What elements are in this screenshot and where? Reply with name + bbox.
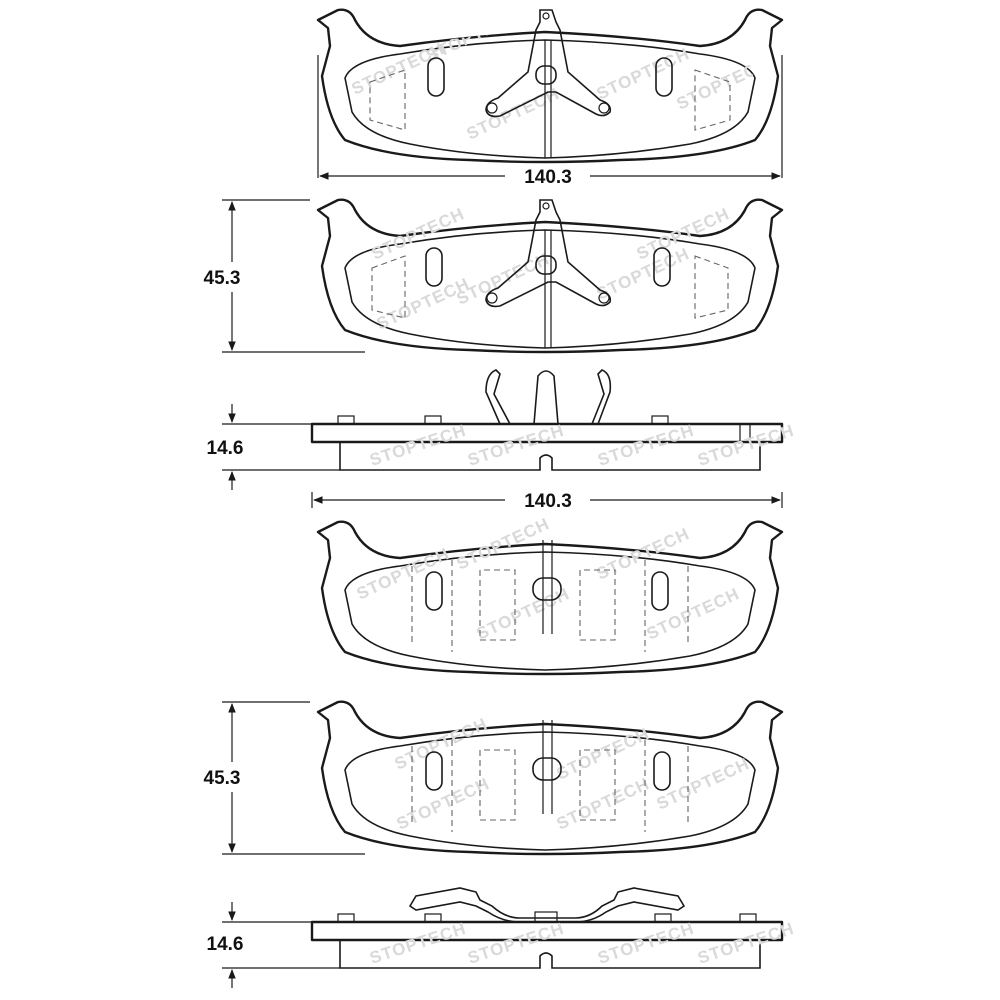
dimension-width-bottom: 140.3 <box>311 491 783 512</box>
svg-text:STOPTECH: STOPTECH <box>595 919 696 968</box>
dimension-height-bottom: 45.3 <box>204 701 365 855</box>
dimension-thickness-top: 14.6 <box>207 404 340 490</box>
width-label-top: 140.3 <box>524 167 572 188</box>
svg-text:STOPTECH: STOPTECH <box>392 714 491 774</box>
slot-hole-right <box>655 57 673 97</box>
height-label-top: 45.3 <box>204 268 241 289</box>
pad-rear-view-2: STOPTECH STOPTECH STOPTECH STOPTECH STOP… <box>316 700 784 856</box>
slot-hole-left <box>427 57 445 97</box>
watermark-pattern: STOPTECH STOPTECH STOPTECH STOPTECH STOP… <box>392 714 753 834</box>
pad-side-view-2: STOPTECH STOPTECH STOPTECH STOPTECH <box>310 887 797 969</box>
clip-side-profile <box>485 369 612 425</box>
center-groove <box>544 40 552 158</box>
friction-material-outline <box>344 39 756 159</box>
svg-text:STOPTECH: STOPTECH <box>394 774 493 834</box>
svg-text:STOPTECH: STOPTECH <box>695 421 796 470</box>
svg-text:STOPTECH: STOPTECH <box>554 774 653 834</box>
svg-text:STOPTECH: STOPTECH <box>474 584 573 644</box>
svg-text:STOPTECH: STOPTECH <box>654 754 753 814</box>
width-label-bottom: 140.3 <box>524 491 572 512</box>
pad-front-view-2: STOPTECH STOPTECH STOPTECH STOPTECH STOP… <box>316 514 784 676</box>
svg-text:STOPTECH: STOPTECH <box>367 919 468 968</box>
svg-text:STOPTECH: STOPTECH <box>424 6 523 66</box>
pad-side-view-1: STOPTECH STOPTECH STOPTECH STOPTECH <box>310 369 797 471</box>
backing-plate-outline <box>316 8 784 164</box>
watermark-pattern: STOPTECH STOPTECH STOPTECH STOPTECH <box>367 919 796 968</box>
dimension-thickness-bottom: 14.6 <box>207 902 340 988</box>
watermark-pattern: STOPTECH STOPTECH STOPTECH STOPTECH <box>367 421 796 470</box>
dimension-height-top: 45.3 <box>204 199 365 353</box>
shim-spring-profile <box>408 887 686 923</box>
svg-text:STOPTECH: STOPTECH <box>374 274 473 334</box>
dimension-width-top: 140.3 <box>317 55 783 188</box>
thickness-label-top: 14.6 <box>207 438 244 459</box>
height-label-bottom: 45.3 <box>204 768 241 789</box>
thickness-label-bottom: 14.6 <box>207 934 244 955</box>
pad-front-view-1: STOPTECH STOPTECH STOPTECH STOPTECH STOP… <box>316 6 784 164</box>
pad-rear-view-1: STOPTECH STOPTECH STOPTECH STOPTECH STOP… <box>316 198 784 354</box>
svg-text:STOPTECH: STOPTECH <box>695 919 796 968</box>
svg-text:STOPTECH: STOPTECH <box>595 421 696 470</box>
svg-text:STOPTECH: STOPTECH <box>354 544 453 604</box>
svg-text:STOPTECH: STOPTECH <box>644 584 743 644</box>
svg-text:STOPTECH: STOPTECH <box>367 421 468 470</box>
